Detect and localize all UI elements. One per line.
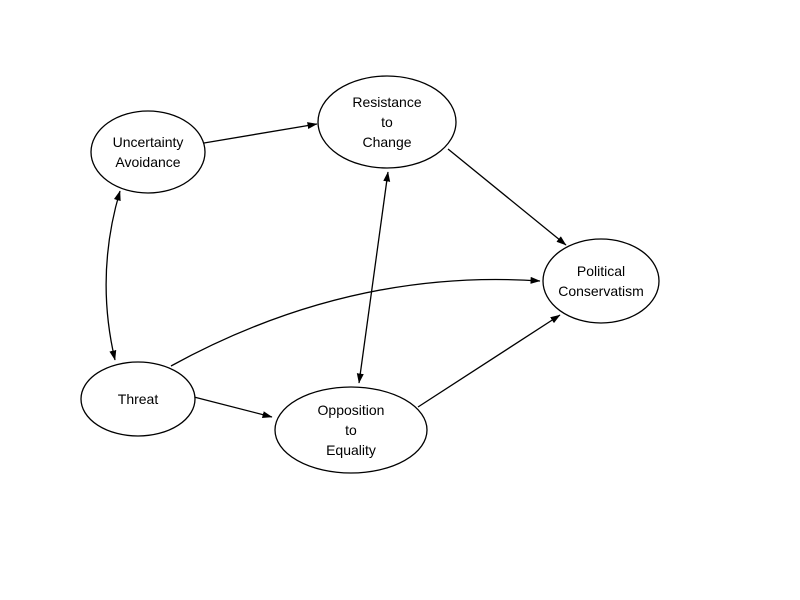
node-label-line: Avoidance [115, 154, 180, 170]
node-ellipse-opposition-to-equality [274, 386, 428, 474]
node-threat: Threat [80, 361, 196, 437]
edge-threat-uncertainty-avoidance-bidirectional [105, 190, 121, 361]
node-label-line: Threat [118, 391, 159, 407]
node-ellipse-uncertainty-avoidance [90, 110, 206, 194]
edge-threat-to-political-conservatism [170, 276, 541, 367]
edge-uncertainty-avoidance-to-resistance-to-change [203, 122, 318, 144]
node-ellipse-resistance-to-change [317, 75, 457, 169]
node-label-line: to [381, 114, 393, 130]
node-label-line: Opposition [318, 402, 385, 418]
node-label-line: Political [577, 263, 625, 279]
edge-resistance-to-change-opposition-to-equality-bidirectional [356, 171, 391, 384]
node-label-line: Uncertainty [113, 134, 184, 150]
node-ellipse-political-conservatism [542, 238, 660, 324]
node-label-threat: Threat [118, 391, 159, 407]
node-label-line: to [345, 422, 357, 438]
edge-opposition-to-equality-to-political-conservatism [417, 314, 561, 408]
node-label-line: Resistance [352, 94, 421, 110]
node-ellipse-threat [80, 361, 196, 437]
node-label-line: Equality [326, 442, 376, 458]
edge-resistance-to-change-to-political-conservatism [447, 148, 567, 246]
edge-threat-to-opposition-to-equality [193, 396, 273, 419]
edges-layer [105, 122, 567, 419]
node-label-line: Change [362, 134, 411, 150]
node-label-line: Conservatism [558, 283, 644, 299]
